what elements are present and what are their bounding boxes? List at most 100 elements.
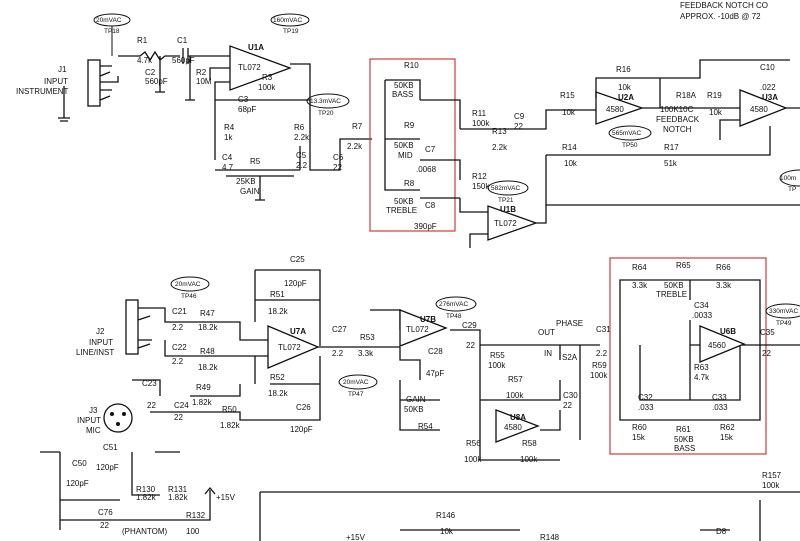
tp50-badge [608,125,652,141]
r10-ref: R10 [404,61,419,70]
c50-ref: C50 [72,459,87,468]
r54-ref: R54 [418,422,433,431]
r11-value: 100k [472,119,490,128]
j1-line1: INPUT [44,77,68,86]
r55-value: 100k [488,361,506,370]
c23-ref: C23 [142,379,157,388]
r8-value: 50KB [394,197,414,206]
c30-value: 22 [563,401,572,410]
r5-ref: R5 [250,157,261,166]
r66-value: 3.3k [716,281,732,290]
c32-ref: C32 [638,393,653,402]
c8-value: 390pF [414,222,437,231]
r132-ref: R132 [186,511,206,520]
r61-value: 50KB [674,435,694,444]
r57-ref: R57 [508,375,523,384]
c51-value: 120pF [96,463,119,472]
jack-j3 [103,403,133,433]
c9-value: 22 [514,122,523,131]
r56-ref: R56 [466,439,481,448]
j3-line2: MIC [86,426,101,435]
j1-ref: J1 [58,65,67,74]
c30-ref: C30 [563,391,578,400]
c1-value: 560pF [172,56,195,65]
r13-ref: R13 [492,127,507,136]
r61-bass: BASS [674,444,695,453]
tp48-badge [435,296,477,312]
r47-ref: R47 [200,309,215,318]
c22-value: 2.2 [172,357,184,366]
c26-value: 120pF [290,425,313,434]
u3a-type: 4580 [750,105,768,114]
c1-ref: C1 [177,36,188,45]
u7b-ref: U7B [420,315,436,324]
r130-ref: R130 [136,485,156,494]
tp50-value: 565mVAC [612,130,641,137]
c29-ref: C29 [462,321,477,330]
r157-value: 100k [762,481,780,490]
c5-value: 2.2 [296,161,308,170]
r12-ref: R12 [472,172,487,181]
r65-treble: TREBLE [656,290,687,299]
u1b-ref: U1B [500,205,516,214]
wire-gain-network [215,146,330,201]
r146-ref: R146 [436,511,456,520]
tp46-badge [170,276,210,292]
r148-ref: R148 [540,533,560,541]
in-label: IN [544,349,552,358]
r15-ref: R15 [560,91,575,100]
r4-ref: R4 [224,123,235,132]
phase-label: PHASE [556,319,583,328]
r3-value: 100k [258,83,276,92]
tp49-badge [765,303,800,319]
r8-ref: R8 [404,179,415,188]
r6-value: 2.2k [294,133,310,142]
c34-ref: C34 [694,301,709,310]
r64-value: 3.3k [632,281,648,290]
r17-ref: R17 [664,143,679,152]
c23-value: 22 [147,401,156,410]
u2a-type: 4580 [606,105,624,114]
plus15b-label: +15V [346,533,366,541]
wire-u1b [459,109,800,248]
out-label: OUT [538,328,555,337]
tp49-label: TP49 [776,320,792,327]
c4-value: 4.7 [222,163,234,172]
r62-ref: R62 [720,423,735,432]
tp46-value: 20mVAC [175,281,201,288]
u7a-type: TL072 [278,343,301,352]
tp48-label: TP48 [446,313,462,320]
c3-value: 68pF [238,105,256,114]
r9-ref: R9 [404,121,415,130]
r2-value: 10M [196,77,212,86]
r59-ref: R59 [592,361,607,370]
r48-value: 18.2k [198,363,219,372]
opamp-u2a [595,91,644,125]
wire-tonestack [384,79,530,199]
r65-value: 50KB [664,281,684,290]
c21-value: 2.2 [172,323,184,332]
c26-ref: C26 [296,403,311,412]
r60-value: 15k [632,433,646,442]
c9-ref: C9 [514,112,525,121]
baxandall-highlight-box [609,257,767,455]
r15-value: 10k [562,108,576,117]
r131-ref: R131 [168,485,188,494]
r2-ref: R2 [196,68,207,77]
r50-value: 1.82k [220,421,241,430]
opamp-u6b [699,325,746,363]
c25-value: 120pF [284,279,307,288]
r19-value: 10k [709,108,723,117]
r51-ref: R51 [270,290,285,299]
c31-ref: C31 [596,325,611,334]
c24-ref: C24 [174,401,189,410]
c10-value: .022 [760,83,776,92]
r1-ref: R1 [137,36,148,45]
r58-ref: R58 [522,439,537,448]
plus15-label: +15V [216,493,236,502]
j2-line1: INPUT [89,338,113,347]
c31-value: 2.2 [596,349,608,358]
wire-bottom-input [40,269,321,530]
tp-edge-badge [779,169,800,187]
